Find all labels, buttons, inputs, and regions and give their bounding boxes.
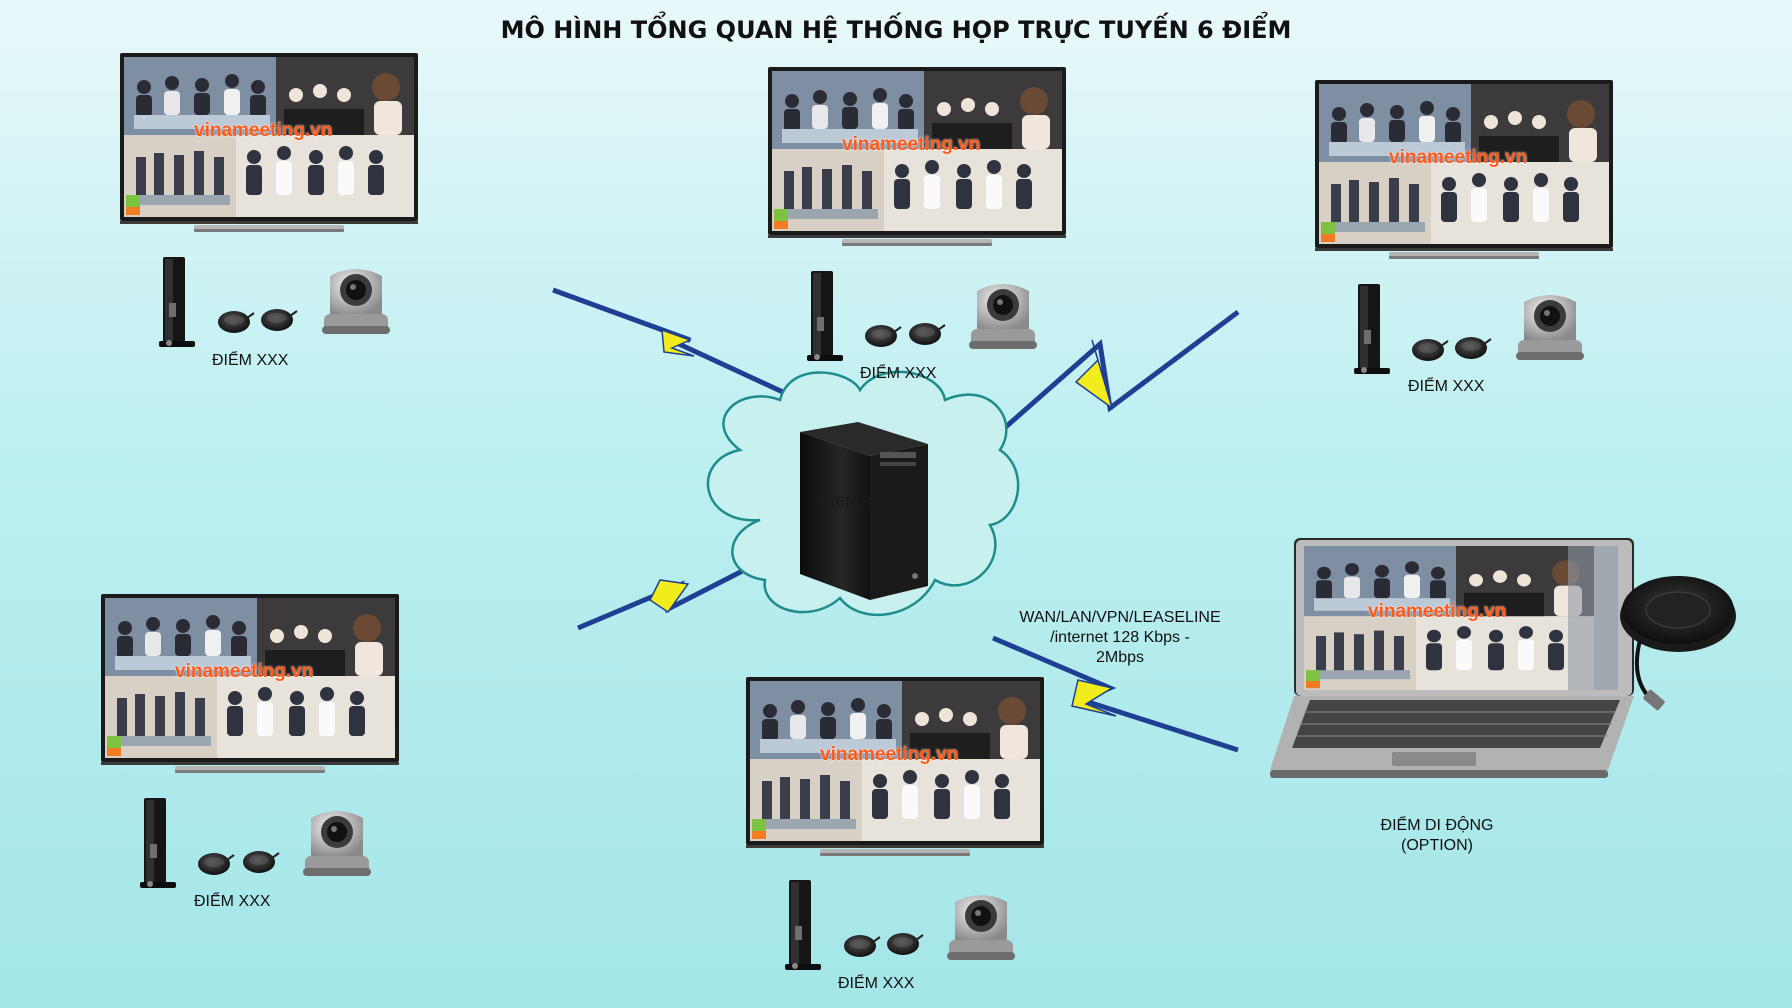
microphone-icon [217, 310, 255, 334]
microphone-icon [886, 932, 924, 956]
speakerphone-icon [1620, 576, 1736, 711]
screen-watermark: vinameeting.vn [194, 120, 333, 141]
connection-label-line: 2Mbps [1095, 649, 1145, 666]
screen-watermark: vinameeting.vn [842, 134, 981, 155]
site-top-center [768, 67, 1066, 361]
tv-screen [1315, 80, 1613, 259]
site-top-right [1315, 80, 1613, 374]
codec-unit-icon [785, 880, 821, 970]
microphone-icon [197, 852, 235, 876]
microphone-icon [1411, 338, 1449, 362]
internet-label: Internet [815, 490, 877, 510]
microphone-icon [864, 324, 902, 348]
site-bottom-center [746, 677, 1044, 970]
connection-label: WAN/LAN/VPN/LEASELINE /internet 128 Kbps… [1010, 608, 1230, 668]
microphone-icon [843, 934, 881, 958]
mobile-site-label-line: (OPTION) [1401, 837, 1473, 854]
codec-unit-icon [140, 798, 176, 888]
server-tower-icon [800, 422, 928, 600]
diagram-title: MÔ HÌNH TỔNG QUAN HỆ THỐNG HỌP TRỰC TUYẾ… [500, 16, 1292, 44]
site-label: ĐIỂM XXX [838, 975, 915, 992]
screen-watermark: vinameeting.vn [1389, 147, 1528, 168]
site-label: ĐIỂM XXX [212, 352, 289, 369]
ptz-camera-icon [303, 811, 371, 876]
codec-unit-icon [159, 257, 195, 347]
site-top-left [120, 53, 418, 347]
microphone-icon [260, 308, 298, 332]
connection-label-line: /internet 128 Kbps - [1050, 629, 1190, 646]
codec-unit-icon [807, 271, 843, 361]
site-label: ĐIỂM XXX [1408, 378, 1485, 395]
ptz-camera-icon [969, 284, 1037, 349]
mobile-site-label: ĐIỂM DI ĐỘNG (OPTION) [1337, 816, 1537, 856]
tv-screen [120, 53, 418, 232]
link-lightning [552, 287, 1240, 753]
site-bottom-left [101, 594, 399, 888]
mobile-site-label-line: ĐIỂM DI ĐỘNG [1380, 817, 1494, 834]
ptz-camera-icon [947, 895, 1015, 960]
tv-screen [101, 594, 399, 773]
site-label: ĐIỂM XXX [860, 365, 937, 382]
laptop-icon [1270, 538, 1634, 778]
tv-screen [768, 67, 1066, 246]
codec-unit-icon [1354, 284, 1390, 374]
ptz-camera-icon [1516, 295, 1584, 360]
microphone-icon [242, 850, 280, 874]
screen-watermark: vinameeting.vn [820, 744, 959, 765]
microphone-icon [1454, 336, 1492, 360]
microphone-icon [908, 322, 946, 346]
site-label: ĐIỂM XXX [194, 893, 271, 910]
ptz-camera-icon [322, 269, 390, 334]
screen-watermark: vinameeting.vn [1368, 601, 1507, 622]
tv-screen [746, 677, 1044, 856]
connection-label-line: WAN/LAN/VPN/LEASELINE [1019, 609, 1221, 626]
screen-watermark: vinameeting.vn [175, 661, 314, 682]
